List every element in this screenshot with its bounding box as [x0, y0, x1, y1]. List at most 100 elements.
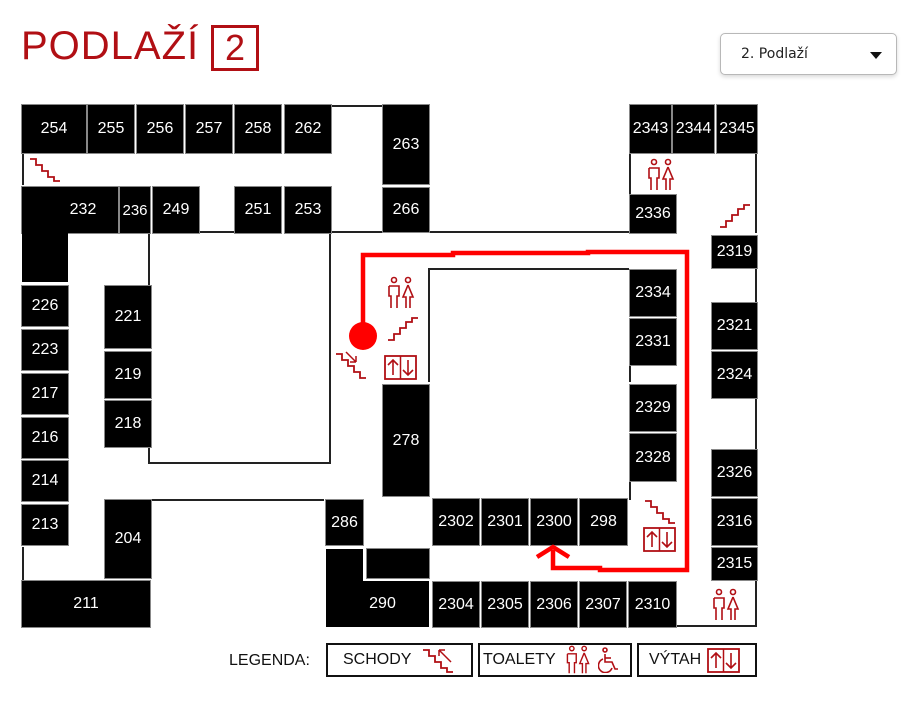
legend-item-elevator: VÝTAH: [637, 643, 757, 677]
legend-label: LEGENDA:: [229, 652, 310, 669]
room-2343[interactable]: 2343: [629, 104, 672, 154]
room-298[interactable]: 298: [579, 498, 628, 546]
wall: [331, 231, 629, 233]
room-255[interactable]: 255: [87, 104, 135, 154]
wall: [22, 547, 24, 580]
stairs-up-icon: [388, 317, 418, 341]
room-2315[interactable]: 2315: [711, 547, 758, 581]
room-262[interactable]: 262: [284, 104, 332, 154]
room-2326[interactable]: 2326: [711, 449, 758, 497]
room-258[interactable]: 258: [234, 104, 282, 154]
caret-down-icon: [870, 52, 882, 59]
wall: [152, 499, 324, 501]
elevator-icon: [707, 647, 741, 673]
room-2334[interactable]: 2334: [629, 269, 677, 317]
room-254[interactable]: 254: [21, 104, 87, 154]
wall: [148, 448, 150, 464]
room-2304[interactable]: 2304: [432, 581, 480, 628]
floor-select-value: 2. Podlaží: [741, 46, 808, 62]
room-2328[interactable]: 2328: [629, 433, 677, 482]
room-2305[interactable]: 2305: [481, 581, 529, 628]
wall: [428, 268, 430, 382]
room-2321[interactable]: 2321: [711, 302, 758, 350]
room-213[interactable]: 213: [21, 504, 69, 546]
room-257[interactable]: 257: [185, 104, 233, 154]
room-249[interactable]: 249: [152, 186, 200, 234]
wall: [755, 398, 757, 450]
room-214[interactable]: 214: [21, 460, 69, 502]
wall: [755, 268, 757, 306]
room-2324[interactable]: 2324: [711, 351, 758, 399]
floor-select[interactable]: 2. Podlaží: [720, 33, 897, 75]
stairs-down-icon: [645, 500, 675, 524]
room-232[interactable]: 232: [21, 186, 119, 234]
room-2344[interactable]: 2344: [672, 104, 715, 154]
room-218[interactable]: 218: [104, 400, 152, 448]
route-arrowhead: [535, 544, 571, 559]
wall: [148, 462, 330, 464]
wall: [629, 366, 631, 382]
wall: [329, 234, 331, 464]
room-2306[interactable]: 2306: [530, 581, 578, 628]
room-253[interactable]: 253: [284, 186, 332, 234]
room-2301[interactable]: 2301: [481, 498, 529, 546]
room-2336[interactable]: 2336: [629, 194, 677, 234]
room-221[interactable]: 221: [104, 285, 152, 349]
room-263[interactable]: 263: [382, 104, 430, 185]
room-2300[interactable]: 2300: [530, 498, 578, 546]
toilet-icon: [648, 158, 675, 190]
room-211[interactable]: 211: [21, 580, 151, 628]
room-2302[interactable]: 2302: [432, 498, 480, 546]
room-251[interactable]: 251: [234, 186, 282, 234]
room-2331[interactable]: 2331: [629, 318, 677, 366]
room-236[interactable]: 236: [119, 186, 151, 234]
room-2319[interactable]: 2319: [711, 235, 758, 269]
room-290-upper: [366, 548, 430, 579]
room-219[interactable]: 219: [104, 351, 152, 399]
toilet-icon: [566, 645, 590, 674]
room-278[interactable]: 278: [382, 384, 430, 497]
current-location-dot: [349, 322, 377, 350]
room-266[interactable]: 266: [382, 187, 430, 233]
stairs-up-icon: [720, 204, 750, 228]
room-2345[interactable]: 2345: [716, 104, 758, 154]
room-216[interactable]: 216: [21, 417, 69, 459]
stairs-down-icon: [336, 351, 366, 379]
room-256[interactable]: 256: [136, 104, 184, 154]
legend-stairs-label: SCHODY: [343, 651, 412, 668]
room-217[interactable]: 217: [21, 373, 69, 415]
wall: [200, 231, 235, 233]
page-title: PODLAŽÍ: [21, 24, 200, 68]
legend-item-toilets: TOALETY: [478, 643, 632, 677]
legend-elevator-label: VÝTAH: [649, 651, 702, 668]
room-2316[interactable]: 2316: [711, 498, 758, 546]
wall: [428, 268, 629, 270]
elevator-icon: [384, 355, 417, 380]
elevator-icon: [643, 527, 676, 552]
route-path: [360, 249, 690, 573]
wall: [755, 153, 757, 233]
room-2310[interactable]: 2310: [628, 581, 677, 628]
legend-toilets-label: TOALETY: [483, 651, 556, 668]
room-286[interactable]: 286: [325, 499, 364, 546]
room-2329[interactable]: 2329: [629, 384, 677, 432]
wheelchair-icon: [597, 647, 618, 673]
wall: [629, 153, 631, 198]
stairs-icon: [423, 649, 454, 673]
room-223[interactable]: 223: [21, 329, 69, 371]
room-2307[interactable]: 2307: [579, 581, 627, 628]
room-232-wing: [22, 231, 68, 282]
toilet-icon: [713, 588, 740, 620]
legend-item-stairs: SCHODY: [326, 643, 473, 677]
wall: [755, 580, 757, 627]
room-226[interactable]: 226: [21, 285, 69, 327]
floor-number-badge: 2: [211, 25, 259, 71]
stairs-down-icon: [30, 158, 60, 182]
wall: [629, 482, 631, 500]
toilet-icon: [388, 276, 415, 308]
room-290[interactable]: 290: [326, 581, 429, 627]
room-204[interactable]: 204: [104, 499, 152, 579]
wall: [22, 153, 24, 185]
